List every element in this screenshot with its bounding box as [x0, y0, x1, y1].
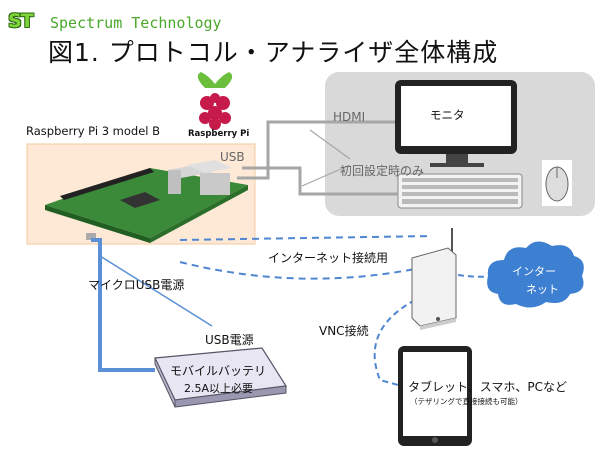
raspberry-pi-board — [45, 160, 248, 243]
wifi-router-icon — [411, 228, 457, 330]
internet-cloud-label-line2: ネット — [526, 283, 559, 296]
hdmi-cable — [237, 120, 395, 180]
usb-cable — [242, 166, 398, 196]
raspberry-pi-model-label: Raspberry Pi 3 model B — [26, 124, 161, 138]
devices-note-label: （テザリングで直接接続も可能） — [410, 397, 523, 406]
internet-cloud-label-line1: インター — [512, 265, 556, 278]
keyboard-icon — [397, 173, 523, 209]
logo-mark: ST — [8, 10, 34, 32]
mobile-battery-label-line2: 2.5A以上必要 — [184, 382, 254, 395]
monitor-label: モニタ — [430, 108, 465, 122]
cloud-icon — [487, 241, 584, 308]
usb-power-label: USB電源 — [205, 333, 254, 347]
mouse-icon — [542, 160, 572, 206]
usb-power-pointer-line — [99, 255, 213, 327]
mobile-battery-icon — [154, 347, 288, 408]
initial-setup-only-label: 初回設定時のみ — [340, 164, 425, 178]
mobile-battery-label-line1: モバイルバッテリ — [170, 364, 267, 378]
logo-company-name: Spectrum Technology — [50, 14, 222, 32]
page-title: 図1. プロトコル・アナライザ全体構成 — [48, 38, 499, 67]
vnc-link-line — [373, 299, 416, 386]
setup-pointer-line-hdmi — [309, 129, 351, 160]
internet-connection-label: インターネット接続用 — [268, 251, 389, 265]
micro-usb-power-label: マイクロUSB電源 — [88, 278, 185, 292]
internet-link-line — [179, 235, 433, 241]
lan-link-line — [179, 261, 421, 280]
monitor-icon — [395, 80, 517, 167]
power-cable — [91, 238, 155, 372]
tablet-icon — [398, 346, 472, 446]
router-cloud-link-line — [457, 274, 501, 278]
hdmi-label: HDMI — [333, 110, 366, 124]
devices-label: タブレット、スマホ、PCなど — [408, 380, 568, 394]
raspberry-pi-logo — [197, 72, 233, 130]
usb-label: USB — [220, 150, 245, 164]
raspberry-pi-brand-label: Raspberry Pi — [188, 129, 250, 139]
vnc-connection-label: VNC接続 — [319, 324, 369, 338]
setup-pointer-line-usb — [301, 164, 351, 187]
